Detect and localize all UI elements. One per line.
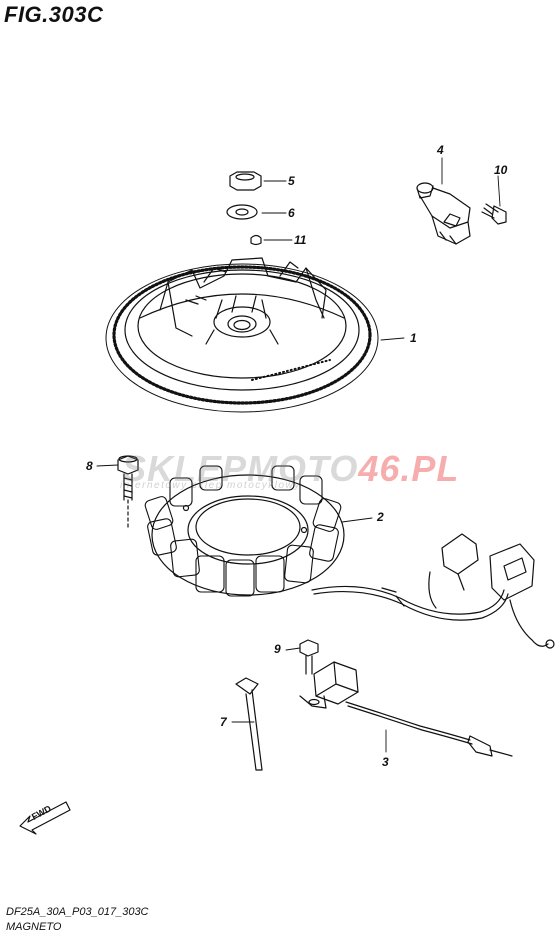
- callout-5: 5: [288, 174, 295, 188]
- fwd-arrow-icon: [19, 801, 71, 835]
- bolt-8: [117, 455, 139, 529]
- model-code: DF25A_30A_P03_017_303C: [6, 906, 149, 918]
- callout-2: 2: [377, 510, 384, 524]
- callout-10: 10: [494, 163, 508, 177]
- flywheel: [105, 257, 379, 413]
- callout-3: 3: [382, 755, 389, 769]
- section-name: MAGNETO: [6, 921, 62, 933]
- stator: [144, 465, 345, 597]
- watermark: SKLEPMOTO46.PL: [122, 448, 459, 490]
- bolt-9: [299, 639, 319, 675]
- watermark-right: 46.PL: [358, 448, 460, 489]
- callout-1: 1: [410, 331, 417, 345]
- washer: [226, 204, 258, 220]
- key: [250, 234, 262, 246]
- leader-lines: [96, 157, 501, 753]
- watermark-subtext: internetowy sklep motocyklowy: [120, 480, 301, 491]
- watermark-left: SKLEPMOTO: [122, 448, 359, 489]
- figure-title: FIG.303C: [4, 2, 104, 27]
- figure-footer: DF25A_30A_P03_017_303C MAGNETO: [6, 905, 149, 935]
- bolt-10: [481, 203, 507, 225]
- nut: [229, 171, 262, 191]
- callout-4: 4: [437, 143, 444, 157]
- callout-11: 11: [294, 233, 307, 247]
- callout-8: 8: [86, 459, 93, 473]
- callout-6: 6: [288, 206, 295, 220]
- stator-leads: [311, 533, 555, 649]
- callout-9: 9: [274, 642, 281, 656]
- callout-7: 7: [220, 715, 227, 729]
- sensor: [416, 182, 471, 245]
- harness: [299, 661, 513, 757]
- cable-tie: [235, 677, 263, 771]
